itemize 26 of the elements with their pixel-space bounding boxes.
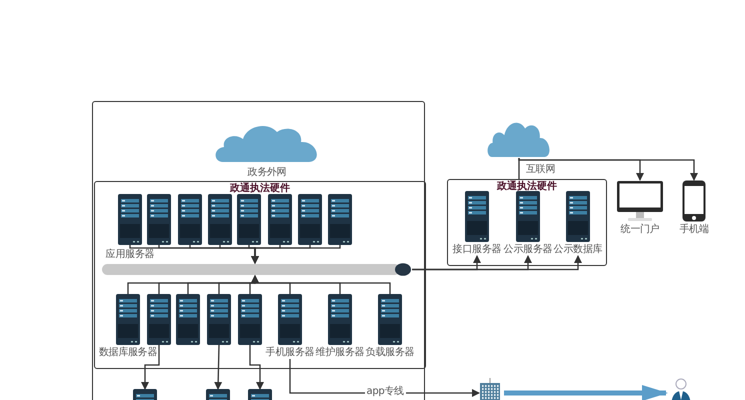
connector-arrow [141,345,160,390]
node-caption: 公示服务器 [504,244,552,256]
edge-label: app专线 [364,386,406,398]
node-caption: 公示数据库 [554,244,602,256]
group-title: 政通执法硬件 [228,183,291,195]
node-caption: 应用服务器 [106,249,154,261]
node-caption: 互联网 [526,164,556,176]
node-caption: 手机端 [679,224,709,236]
node-caption: 统一门户 [620,224,660,236]
node-caption: 接口服务器 [452,244,502,256]
connector-arrow [518,158,698,181]
node-caption: 负载服务器 [366,347,414,359]
group-title: 政通执法硬件 [496,181,558,193]
connector-arrow [251,275,391,294]
node-caption: 数据库服务器 [98,347,158,359]
network-zone-box [92,101,425,400]
connector-arrow [214,344,222,390]
hardware-group-box [447,179,607,266]
connector-arrow [504,385,668,400]
connector-arrow [412,255,582,270]
connector-arrow [249,345,264,390]
hardware-group-box [94,181,426,369]
node-caption: 维护服务器 [316,347,364,359]
node-caption: 政务外网 [248,167,286,179]
node-caption: 手机服务器 [266,347,314,359]
connector-arrow [251,245,341,264]
